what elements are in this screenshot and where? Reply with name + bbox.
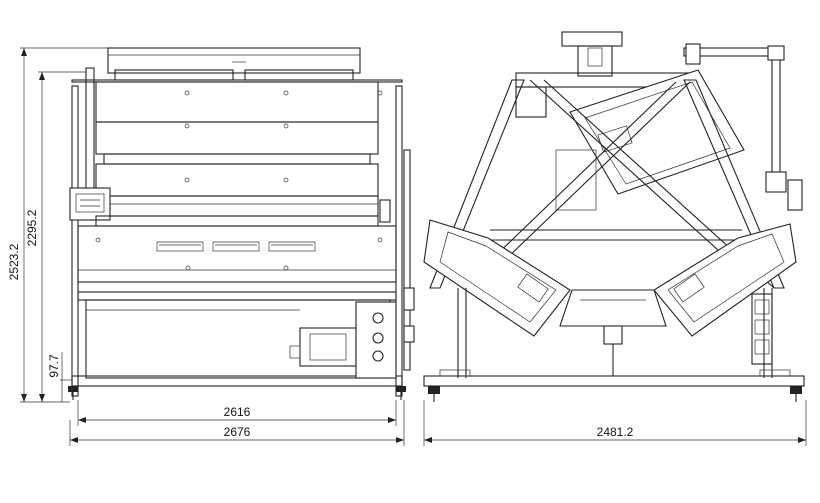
side-top-hopper xyxy=(515,31,691,88)
front-view xyxy=(68,47,415,400)
left-optical-box xyxy=(423,219,571,337)
side-view xyxy=(423,31,805,402)
control-panel xyxy=(69,187,111,221)
dim-base-height: 97.7 xyxy=(47,354,61,378)
dim-front-outer-width: 2676 xyxy=(224,425,251,439)
side-valve xyxy=(751,293,773,365)
dim-overall-height: 2523.2 xyxy=(7,243,21,280)
dimension-labels: 2523.2 2295.2 97.7 2616 2676 2481.2 xyxy=(7,209,634,439)
dim-body-height: 2295.2 xyxy=(25,209,39,246)
upper-housing xyxy=(71,79,403,217)
side-base xyxy=(423,288,805,402)
dim-side-width: 2481.2 xyxy=(597,425,634,439)
air-valve-assembly xyxy=(289,287,415,379)
center-ejector xyxy=(559,289,667,376)
air-pipe xyxy=(683,43,803,211)
right-optical-box xyxy=(653,223,797,337)
front-feet xyxy=(68,386,406,400)
top-hopper xyxy=(107,47,361,81)
dimension-lines xyxy=(20,47,807,446)
lower-housing xyxy=(77,215,397,283)
dim-front-inner-width: 2616 xyxy=(224,405,251,419)
